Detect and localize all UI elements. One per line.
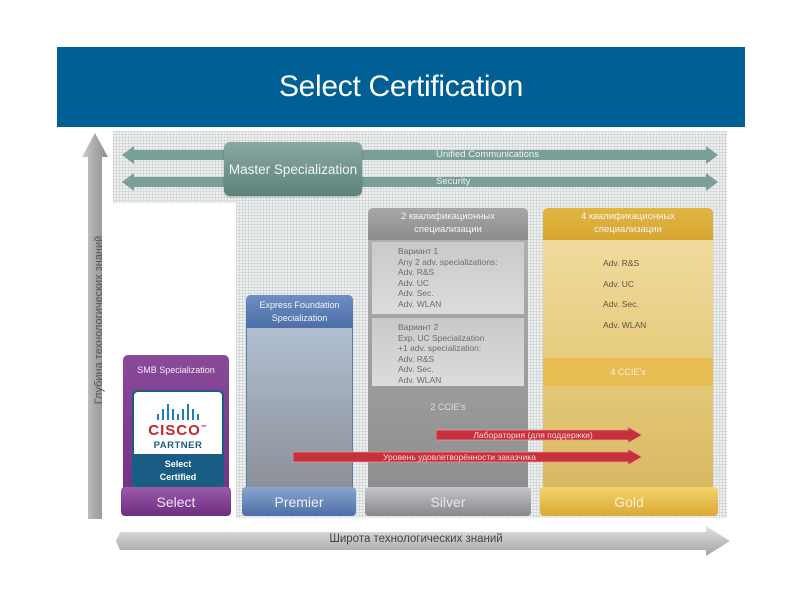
master-specialization-box: Master Specialization <box>224 142 362 196</box>
gold-heading: 4 квалификационных специализации <box>543 208 713 240</box>
tier-gold: Gold <box>540 487 718 516</box>
silver-heading: 2 квалификационных специализации <box>368 208 528 240</box>
silver-ccie-count: 2 CCIE's <box>430 402 466 412</box>
master-background <box>113 131 727 203</box>
lab-support-arrow: Лаборатория (для поддержки) <box>436 427 642 443</box>
customer-satisfaction-label: Уровень удовлетворённости заказчика <box>383 452 536 462</box>
silver-variant-2: Вариант 2 Exp. UC Specialization +1 adv.… <box>372 318 524 386</box>
partner-text: PARTNER <box>153 440 203 451</box>
cisco-logo-text: CISCO™ <box>148 422 208 439</box>
uc-double-arrow <box>122 146 718 164</box>
gold-ccie-count: 4 CCIE's <box>543 358 713 386</box>
cisco-bars-icon <box>134 400 222 420</box>
master-specialization-label: Master Specialization <box>228 161 358 177</box>
page-title: Select Certification <box>278 70 524 103</box>
security-arrow-label: Security <box>436 176 471 187</box>
tier-silver: Silver <box>365 487 531 516</box>
cisco-partner-badge: CISCO™ PARTNER Select Certified <box>132 390 224 490</box>
security-double-arrow <box>122 173 718 191</box>
customer-satisfaction-arrow: Уровень удовлетворённости заказчика <box>293 449 642 465</box>
express-foundation-heading: Express Foundation Specialization <box>246 295 353 328</box>
gold-item: Adv. WLAN <box>603 320 647 330</box>
x-axis-label: Широта технологических знаний <box>329 533 503 545</box>
gold-specialization-list: Adv. R&S Adv. UC Adv. Sec. Adv. WLAN <box>543 250 713 360</box>
y-axis-label: Глубина технологических знаний <box>93 235 105 405</box>
uc-arrow-label: Unified Communications <box>436 149 539 160</box>
title-banner: Select Certification <box>57 47 745 127</box>
select-certified-label: Select Certified <box>134 454 222 488</box>
gold-column <box>543 208 713 490</box>
y-axis-arrow <box>82 133 108 519</box>
tier-premier: Premier <box>242 487 356 516</box>
lab-support-label: Лаборатория (для поддержки) <box>473 430 593 440</box>
gold-item: Adv. Sec. <box>603 299 639 309</box>
silver-variant-1: Вариант 1 Any 2 adv. specializations: Ad… <box>372 242 524 314</box>
gold-item: Adv. R&S <box>603 258 640 268</box>
tier-select: Select <box>121 487 231 516</box>
smb-specialization-heading: SMB Specialization <box>137 365 215 376</box>
gold-item: Adv. UC <box>603 279 635 289</box>
x-axis-arrow <box>116 526 730 556</box>
